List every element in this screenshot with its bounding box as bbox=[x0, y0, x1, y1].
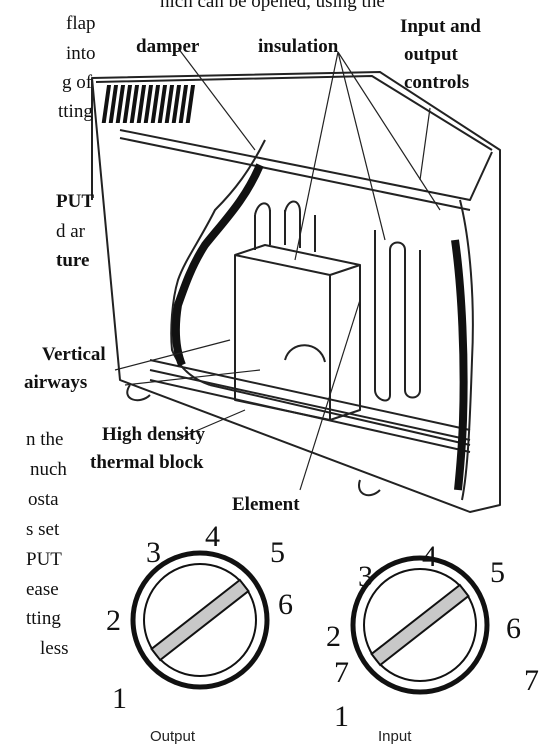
text-fragment: g of bbox=[62, 72, 93, 93]
output-knob-number-4: 4 bbox=[205, 520, 220, 553]
input-knob-number-4: 4 bbox=[422, 540, 437, 573]
label-element: Element bbox=[232, 494, 300, 515]
input-knob-number-7-right: 7 bbox=[524, 664, 539, 697]
label-vertical-airways-line1: Vertical bbox=[42, 344, 106, 365]
output-knob-number-5: 5 bbox=[270, 536, 285, 569]
input-knob-caption: Input bbox=[378, 728, 412, 745]
input-knob-number-2: 2 bbox=[326, 620, 341, 653]
output-knob bbox=[130, 550, 270, 690]
label-controls-line2: output bbox=[404, 44, 458, 65]
output-knob-number-3: 3 bbox=[146, 536, 161, 569]
label-controls-line3: controls bbox=[404, 72, 470, 93]
output-knob-number-1: 1 bbox=[112, 682, 127, 715]
input-knob-number-6: 6 bbox=[506, 612, 521, 645]
label-insulation: insulation bbox=[258, 36, 339, 57]
text-fragment: PUT bbox=[26, 549, 62, 570]
text-fragment: d ar bbox=[56, 221, 86, 242]
text-fragment: ture bbox=[56, 250, 90, 271]
text-fragment: tting bbox=[58, 101, 93, 122]
text-fragment: flap bbox=[66, 13, 96, 34]
input-knob-number-1: 1 bbox=[334, 700, 349, 733]
label-vertical-airways-line2: airways bbox=[24, 372, 88, 393]
text-fragment: less bbox=[40, 638, 69, 659]
text-fragment: into bbox=[66, 43, 96, 64]
text-fragment: tting bbox=[26, 608, 61, 629]
input-knob bbox=[350, 555, 490, 695]
text-fragment: osta bbox=[28, 489, 59, 510]
label-high-density-line2: thermal block bbox=[90, 452, 204, 473]
text-fragment: PUT bbox=[56, 191, 94, 212]
top-partial-text: hich can be opened, using the bbox=[160, 0, 385, 12]
text-fragment: s set bbox=[26, 519, 60, 540]
label-damper: damper bbox=[136, 36, 200, 57]
label-high-density-line1: High density bbox=[102, 424, 205, 445]
text-fragment: ease bbox=[26, 579, 59, 600]
output-knob-number-2: 2 bbox=[106, 604, 121, 637]
text-fragment: n the bbox=[26, 429, 64, 450]
input-knob-number-3: 3 bbox=[358, 560, 373, 593]
output-knob-caption: Output bbox=[150, 728, 196, 745]
input-knob-number-7-left: 7 bbox=[334, 656, 349, 689]
input-knob-number-5: 5 bbox=[490, 556, 505, 589]
label-controls-line1: Input and bbox=[400, 16, 481, 37]
text-fragment: nuch bbox=[30, 459, 67, 480]
output-knob-number-6: 6 bbox=[278, 588, 293, 621]
